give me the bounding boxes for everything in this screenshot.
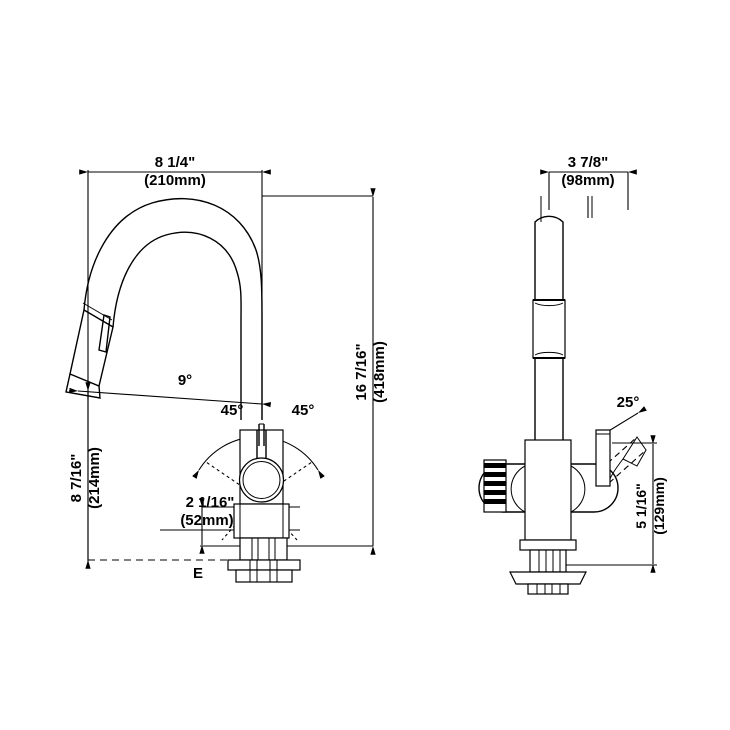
dim-front-width: 3 7/8" (98mm) bbox=[540, 154, 637, 189]
dim-handle-height-imperial: 5 1/16" bbox=[633, 483, 649, 529]
dim-overall-height-metric: (418mm) bbox=[371, 341, 388, 403]
dim-reach-metric: (210mm) bbox=[144, 172, 206, 189]
angle-handle-swing: 45° 45° bbox=[192, 402, 325, 541]
dim-base-depth-metric: (52mm) bbox=[180, 512, 233, 529]
angle-handle-lift-label: 25° bbox=[617, 394, 640, 411]
angle-handle-lift: 25° bbox=[599, 394, 647, 484]
dim-reach-imperial: 8 1/4" bbox=[155, 154, 195, 171]
angle-spray-tilt-label: 9° bbox=[178, 372, 192, 389]
dim-base-depth-tick-glyph: E bbox=[193, 565, 203, 582]
mounting-hardware bbox=[227, 537, 301, 583]
dim-spout-height-metric: (214mm) bbox=[86, 447, 103, 509]
dim-handle-height: 5 1/16" (129mm) bbox=[633, 435, 667, 573]
lever-handle bbox=[591, 196, 611, 487]
dim-front-width-metric: (98mm) bbox=[561, 172, 614, 189]
spray-head bbox=[65, 302, 114, 399]
angle-handle-left-label: 45° bbox=[221, 402, 244, 419]
spray-selector-button bbox=[483, 459, 507, 513]
dim-front-width-imperial: 3 7/8" bbox=[568, 154, 608, 171]
front-view-witness-lines bbox=[548, 172, 657, 566]
spout-gooseneck bbox=[83, 197, 263, 420]
angle-spray-tilt: 9° bbox=[69, 372, 271, 408]
front-view-group: 3 7/8" (98mm) 5 1/16" (129mm) 25° bbox=[478, 154, 667, 595]
dim-overall-height: 16 7/16" (418mm) bbox=[353, 188, 388, 555]
angle-handle-right-label: 45° bbox=[292, 402, 315, 419]
dim-spout-height-imperial: 8 7/16" bbox=[68, 454, 85, 503]
side-view-group: 8 1/4" (210mm) 16 7/16" (418mm) 8 7/16" … bbox=[65, 154, 388, 583]
dim-base-depth-imperial: 2 1/16" bbox=[186, 494, 235, 511]
front-mounting-hardware bbox=[509, 539, 587, 595]
dim-reach: 8 1/4" (210mm) bbox=[79, 154, 271, 189]
faucet-body-column bbox=[233, 423, 290, 539]
spout-collar-band bbox=[532, 299, 566, 359]
dim-spout-height: 8 7/16" (214mm) bbox=[68, 382, 103, 569]
dim-overall-height-imperial: 16 7/16" bbox=[353, 343, 370, 400]
dim-handle-height-metric: (129mm) bbox=[651, 477, 667, 535]
